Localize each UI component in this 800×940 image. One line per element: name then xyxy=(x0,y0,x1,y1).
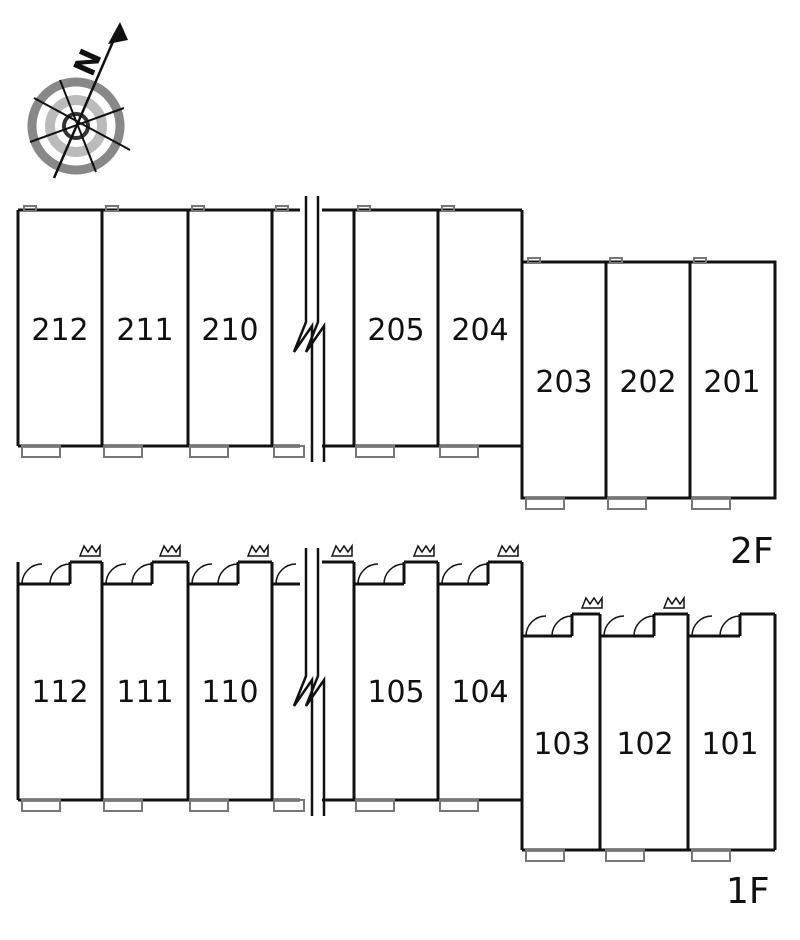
room-205: 205 xyxy=(367,313,424,348)
door-swings-1f xyxy=(21,563,741,637)
room-202: 202 xyxy=(619,365,676,400)
block-2f-right xyxy=(520,260,777,500)
room-204: 204 xyxy=(451,313,508,348)
compass-rose-icon: N xyxy=(27,22,131,179)
room-211: 211 xyxy=(116,313,173,348)
room-203: 203 xyxy=(535,365,592,400)
room-labels-2f: 212 211 210 205 204 203 202 201 xyxy=(31,313,760,400)
floor-label-2f: 2F xyxy=(730,531,774,572)
balconies-2f xyxy=(21,205,731,510)
block-1f-left xyxy=(16,560,300,802)
north-arrow-icon xyxy=(108,22,128,44)
room-112: 112 xyxy=(31,675,88,710)
room-labels-1f: 112 111 110 105 104 103 102 101 xyxy=(31,675,758,762)
room-105: 105 xyxy=(367,675,424,710)
room-212: 212 xyxy=(31,313,88,348)
floor-2f xyxy=(16,196,777,510)
block-2f-middle xyxy=(322,208,524,448)
room-104: 104 xyxy=(451,675,508,710)
room-111: 111 xyxy=(116,675,173,710)
break-line-2f xyxy=(292,196,326,462)
room-210: 210 xyxy=(201,313,258,348)
meter-boxes-1f xyxy=(78,543,685,609)
room-103: 103 xyxy=(533,727,590,762)
room-201: 201 xyxy=(703,365,760,400)
room-102: 102 xyxy=(616,727,673,762)
balconies-1f xyxy=(21,799,731,862)
room-101: 101 xyxy=(701,727,758,762)
break-line-1f xyxy=(292,548,326,816)
floor-label-1f: 1F xyxy=(726,871,770,912)
north-label: N xyxy=(67,44,109,81)
block-2f-left xyxy=(16,208,300,448)
room-110: 110 xyxy=(201,675,258,710)
floor-1f xyxy=(16,543,777,862)
